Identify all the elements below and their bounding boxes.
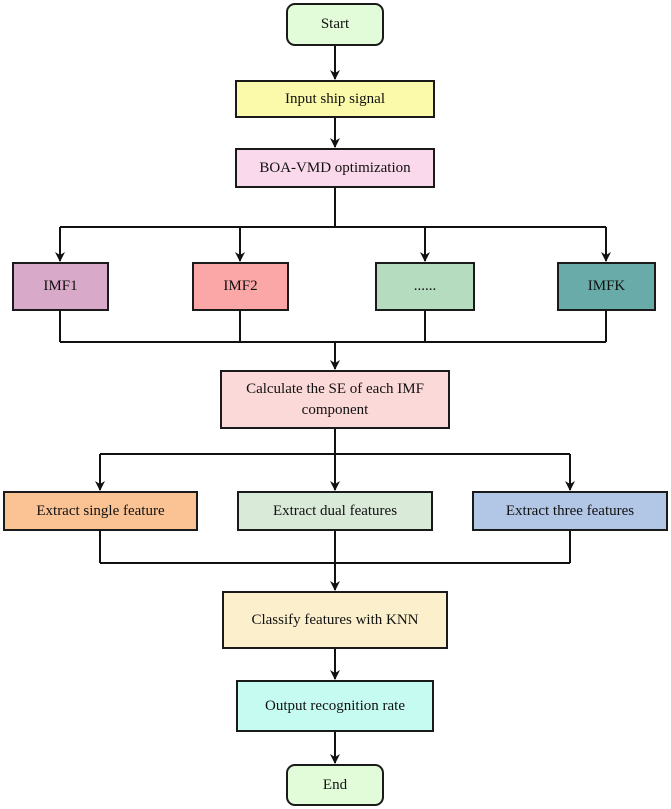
imf-ellipsis-node: ...... (375, 262, 475, 311)
calculate-se-node: Calculate the SE of each IMF component (220, 370, 450, 429)
start-label: Start (320, 16, 350, 33)
output-rate-label: Output recognition rate (265, 697, 405, 714)
end-node: End (286, 764, 384, 806)
extract-dual-label: Extract dual features (272, 502, 398, 519)
imfk-node: IMFK (557, 262, 656, 311)
output-rate-node: Output recognition rate (236, 680, 434, 732)
extract-single-node: Extract single feature (3, 491, 198, 531)
classify-knn-node: Classify features with KNN (222, 591, 448, 649)
calculate-se-label: Calculate the SE of each IMF component (246, 381, 424, 418)
boa-vmd-label: BOA-VMD optimization (259, 159, 411, 176)
boa-vmd-node: BOA-VMD optimization (235, 148, 435, 188)
classify-knn-label: Classify features with KNN (251, 611, 419, 628)
extract-single-label: Extract single feature (36, 502, 165, 519)
input-signal-node: Input ship signal (235, 80, 435, 118)
start-node: Start (286, 3, 384, 46)
imf2-label: IMF2 (223, 278, 258, 295)
imf1-node: IMF1 (12, 262, 109, 311)
extract-dual-node: Extract dual features (237, 491, 433, 531)
imf1-label: IMF1 (43, 278, 78, 295)
imf2-node: IMF2 (192, 262, 289, 311)
extract-three-node: Extract three features (472, 491, 668, 531)
imfk-label: IMFK (587, 278, 626, 295)
extract-three-label: Extract three features (505, 502, 635, 519)
input-signal-label: Input ship signal (285, 90, 385, 107)
end-label: End (322, 776, 348, 793)
imf-ellipsis-label: ...... (413, 278, 437, 295)
